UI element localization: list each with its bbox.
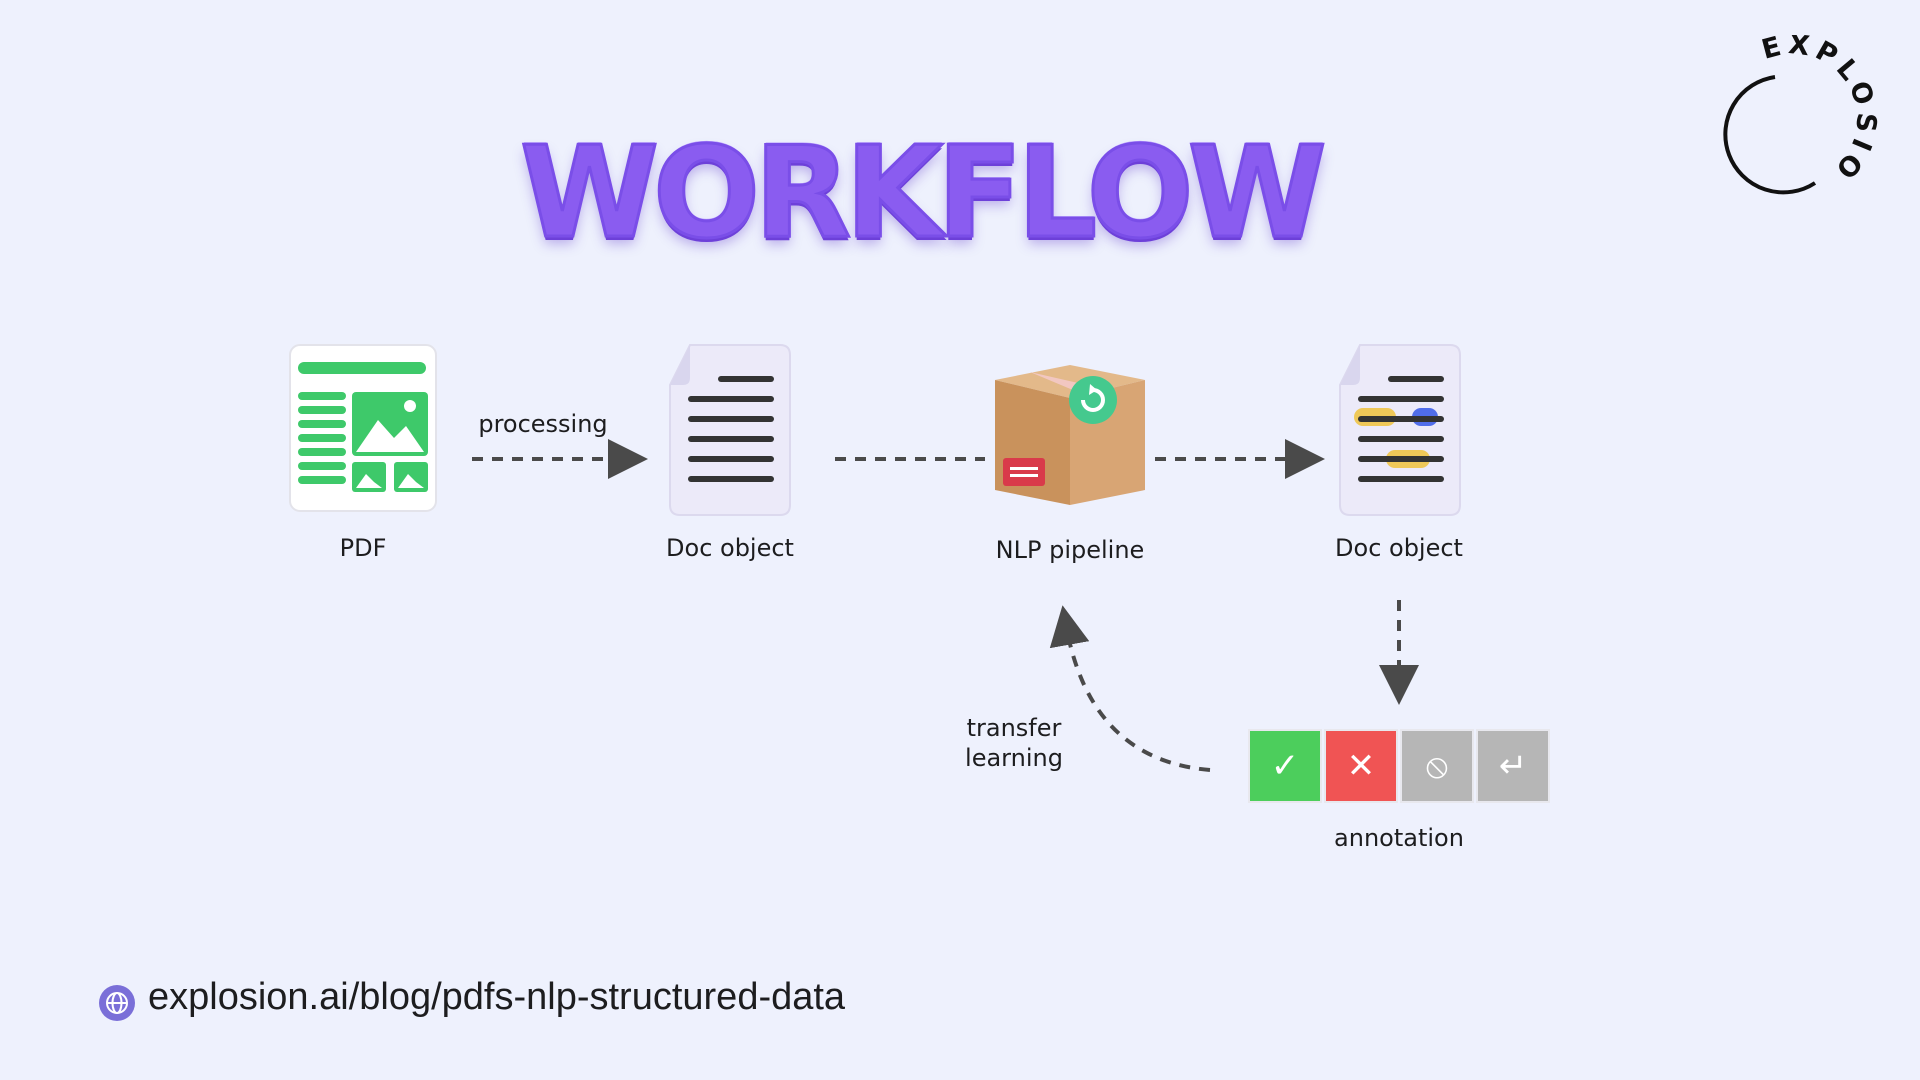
undo-button[interactable]: ↵ (1476, 729, 1550, 803)
annotated-doc-icon (1339, 344, 1461, 516)
ignore-icon: ⦸ (1425, 746, 1449, 786)
check-icon: ✓ (1270, 746, 1300, 786)
pdf-icon (289, 344, 437, 512)
doc-object-label-2: Doc object (1335, 534, 1463, 562)
doc-object-label: Doc object (666, 534, 794, 562)
reject-button[interactable]: ✕ (1324, 729, 1398, 803)
globe-icon (99, 985, 135, 1021)
transfer-learning-label: transfer learning (965, 713, 1063, 773)
workflow-title: WORKFLOW (519, 118, 1329, 268)
doc-object-icon (669, 344, 791, 516)
undo-icon: ↵ (1498, 746, 1528, 786)
transfer-label-line2: learning (965, 744, 1063, 772)
package-icon (995, 365, 1145, 505)
transfer-label-line1: transfer (966, 714, 1062, 742)
edge-transfer-learning (1049, 605, 1211, 772)
footer-link[interactable]: explosion.ai/blog/pdfs-nlp-structured-da… (148, 976, 846, 1018)
explosion-logo: EXPLOSION (1715, 35, 1877, 195)
annotation-label: annotation (1334, 824, 1464, 852)
ignore-button[interactable]: ⦸ (1400, 729, 1474, 803)
pdf-label: PDF (339, 534, 387, 562)
x-icon: ✕ (1346, 746, 1376, 786)
processing-label: processing (478, 410, 608, 438)
accept-button[interactable]: ✓ (1248, 729, 1322, 803)
nlp-pipeline-label: NLP pipeline (995, 536, 1145, 564)
